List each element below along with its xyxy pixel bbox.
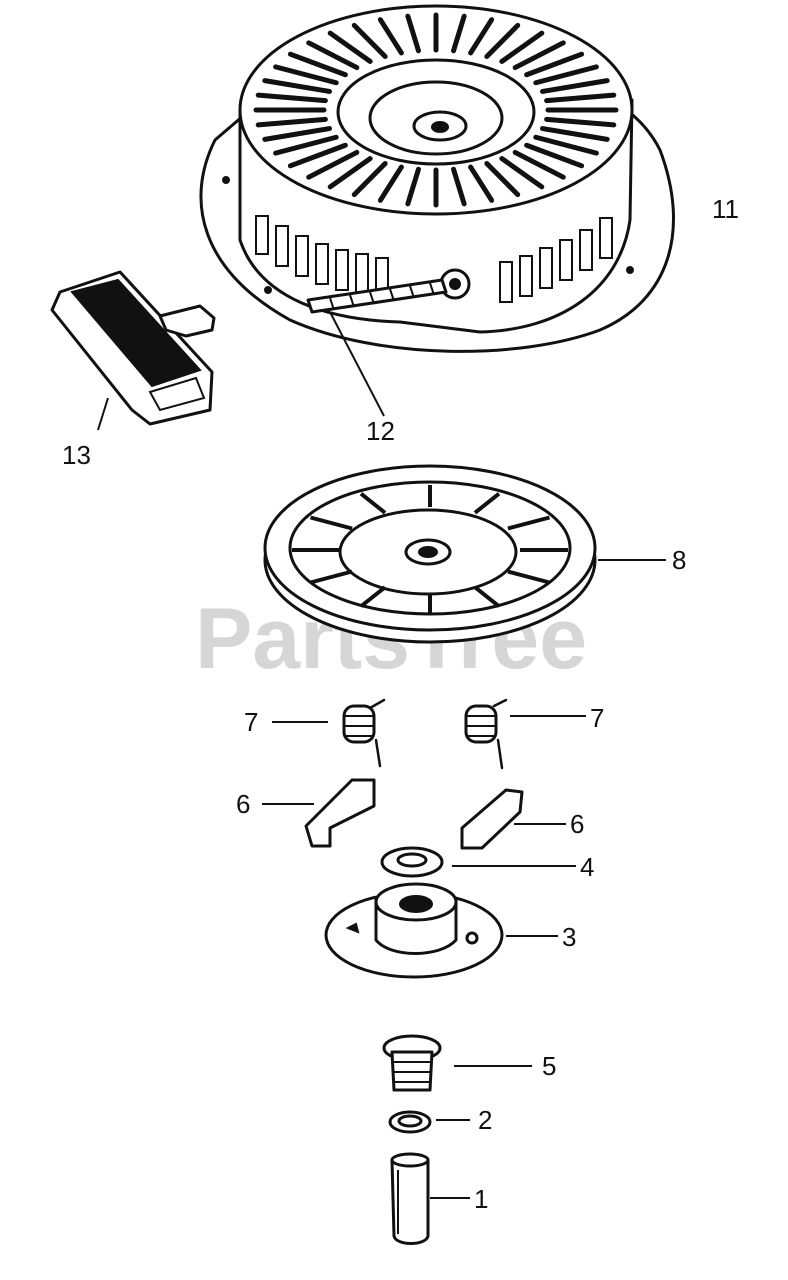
callout-label-12: 12 xyxy=(366,416,395,446)
vent-slot xyxy=(533,134,599,156)
retainer-plate-part xyxy=(324,882,504,979)
callout-label-6-left: 6 xyxy=(236,789,250,819)
vent-slot xyxy=(451,13,467,54)
vent-slot xyxy=(544,116,617,128)
vent-slot xyxy=(499,156,545,190)
callout-label-6-right: 6 xyxy=(570,809,584,839)
pulley-rib xyxy=(309,569,353,585)
pulley-rib xyxy=(473,492,501,515)
pawl-spring-right-part xyxy=(464,698,508,770)
callout-label-1: 1 xyxy=(474,1184,488,1214)
vent-slot xyxy=(533,64,599,86)
washer-part xyxy=(380,846,444,878)
callout-label-8: 8 xyxy=(672,545,686,575)
vent-slot xyxy=(512,149,566,180)
pulley-rib xyxy=(507,569,551,585)
vent-slot xyxy=(451,166,467,207)
vent-slot xyxy=(262,78,332,94)
vent-slot xyxy=(262,126,332,142)
vent-slot xyxy=(468,17,495,56)
vent-slot xyxy=(306,149,360,180)
vent-slot xyxy=(327,156,373,190)
pulley-rib xyxy=(359,492,387,515)
pulley-ribs xyxy=(292,485,568,615)
starter-rope-part xyxy=(306,278,448,314)
vent-slot xyxy=(287,142,348,169)
vent-slot xyxy=(540,78,610,94)
housing-vent-slots xyxy=(253,12,619,208)
vent-slot xyxy=(484,22,521,60)
vent-slot xyxy=(524,142,585,169)
vent-slot xyxy=(351,22,388,60)
pulley-part xyxy=(263,464,597,644)
vent-slot xyxy=(327,30,373,64)
callout-label-2: 2 xyxy=(478,1105,492,1135)
vent-slot xyxy=(512,40,566,71)
center-pin-part xyxy=(390,1152,430,1245)
vent-slot xyxy=(306,40,360,71)
vent-slot xyxy=(499,30,545,64)
pulley-rib xyxy=(359,585,387,608)
vent-slot xyxy=(405,166,421,207)
pawl-left-part xyxy=(304,778,376,848)
vent-slot xyxy=(255,92,328,104)
vent-slot xyxy=(255,116,328,128)
starter-handle-part xyxy=(50,270,216,426)
callout-label-3: 3 xyxy=(562,922,576,952)
vent-slot xyxy=(287,51,348,78)
vent-slot xyxy=(351,160,388,198)
vent-slot xyxy=(544,92,617,104)
callout-label-5: 5 xyxy=(542,1051,556,1081)
vent-slot xyxy=(273,64,339,86)
vent-slot xyxy=(540,126,610,142)
callout-label-11: 11 xyxy=(712,194,739,224)
pulley-rib xyxy=(507,515,551,531)
vent-slot xyxy=(524,51,585,78)
vent-slot xyxy=(273,134,339,156)
callout-label-13: 13 xyxy=(62,440,91,470)
vent-slot xyxy=(468,164,495,203)
vent-slot xyxy=(484,160,521,198)
pulley-rib xyxy=(473,585,501,608)
center-spring-part xyxy=(382,1034,442,1092)
pawl-right-part xyxy=(460,788,524,850)
pulley-rib xyxy=(309,515,353,531)
vent-slot xyxy=(405,13,421,54)
small-washer-part xyxy=(388,1110,432,1134)
vent-slot xyxy=(377,17,404,56)
pawl-spring-left-part xyxy=(342,698,386,768)
vent-slot xyxy=(377,164,404,203)
callout-label-4: 4 xyxy=(580,852,594,882)
callout-label-7-right: 7 xyxy=(590,703,604,733)
leader-lines xyxy=(97,311,666,1199)
callout-label-7-left: 7 xyxy=(244,707,258,737)
